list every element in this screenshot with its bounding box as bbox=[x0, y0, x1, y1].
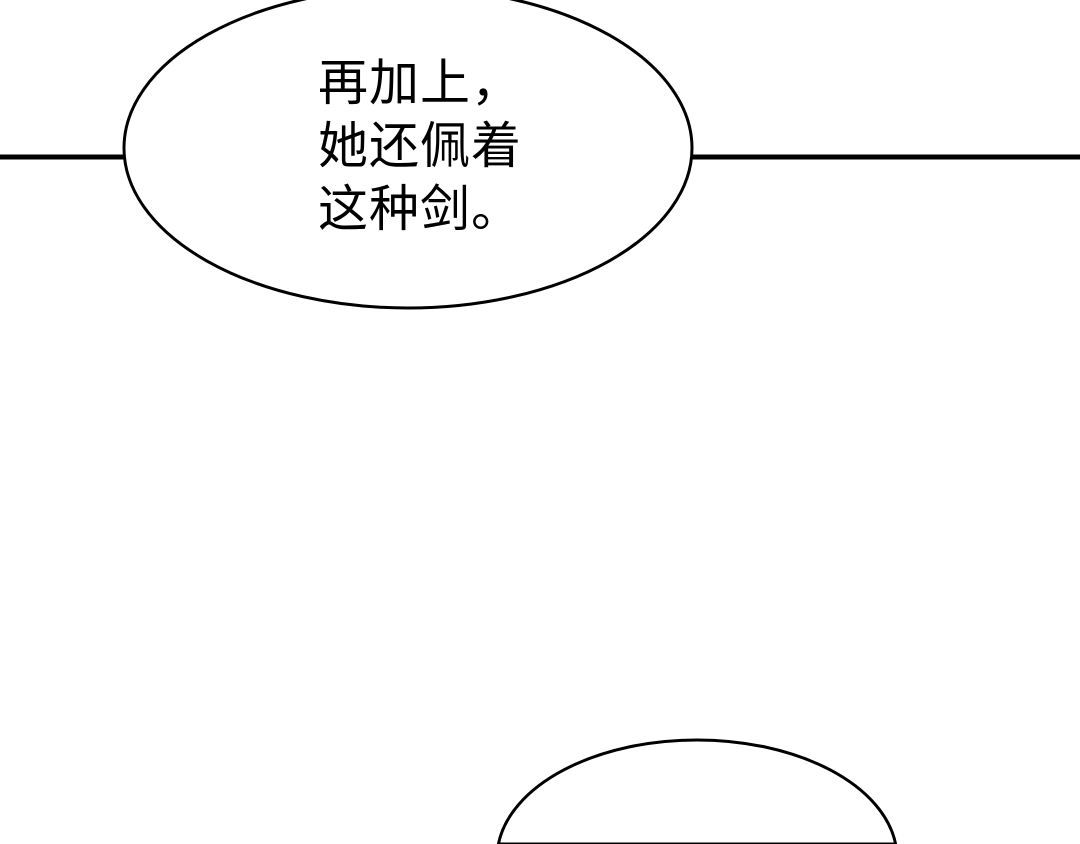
dialogue-line: 再加上， bbox=[318, 54, 522, 112]
speech-bubble-1-outline bbox=[122, 0, 694, 310]
speech-bubble-2 bbox=[496, 738, 898, 844]
dialogue-line: 这种剑。 bbox=[318, 180, 522, 238]
speech-bubble-1-text: 再加上， 她还佩着 这种剑。 bbox=[318, 52, 522, 241]
dialogue-line: 她还佩着 bbox=[318, 117, 522, 175]
